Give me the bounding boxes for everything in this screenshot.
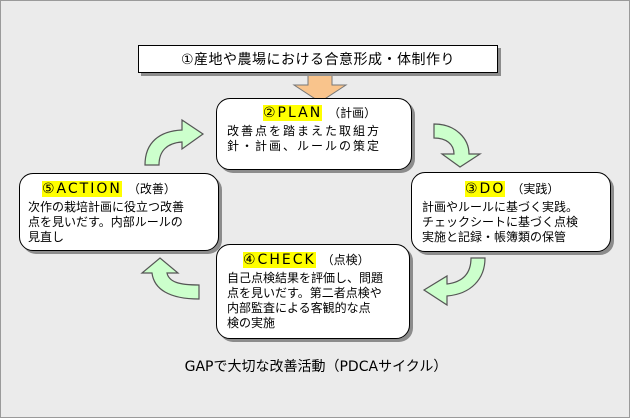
plan-body: 改善点を踏まえた取組方 針・計画、ルールの策定 <box>227 124 382 153</box>
action-title: ⑤ACTION <box>42 181 122 197</box>
plan-box: ②PLAN （計画） 改善点を踏まえた取組方 針・計画、ルールの策定 <box>216 98 412 170</box>
action-body: 次作の栽培計画に役立つ改善 点を見いだす。内部ルールの 見直し <box>28 200 185 244</box>
check-body: 自己点検結果を評価し、問題 点を見いだす。第二者点検や 内部監査による客観的な点… <box>227 271 384 330</box>
curved-arrow-check-to-action <box>140 257 200 300</box>
check-subtitle: （点検） <box>321 253 370 267</box>
down-arrow <box>292 74 348 103</box>
action-title-line: ⑤ACTION （改善） <box>28 180 218 198</box>
check-box: ④CHECK （点検） 自己点検結果を評価し、問題 点を見いだす。第二者点検や 内… <box>216 244 410 339</box>
curved-arrow-action-to-plan <box>144 118 205 166</box>
do-title: ③DO <box>465 181 506 197</box>
action-subtitle: （改善） <box>127 182 176 196</box>
consensus-label: ①産地や農場における合意形成・体制作り <box>180 52 456 68</box>
consensus-box: ①産地や農場における合意形成・体制作り <box>138 45 498 73</box>
check-title: ④CHECK <box>243 252 316 268</box>
plan-subtitle: （計画） <box>328 106 377 120</box>
check-title-line: ④CHECK （点検） <box>227 251 409 269</box>
action-box: ⑤ACTION （改善） 次作の栽培計画に役立つ改善 点を見いだす。内部ルールの … <box>19 173 219 251</box>
do-subtitle: （実践） <box>511 182 560 196</box>
do-box: ③DO （実践） 計画やルールに基づく実践。 チェックシートに基づく点検 実施と記… <box>411 172 611 252</box>
plan-title: ②PLAN <box>263 105 323 121</box>
plan-title-line: ②PLAN （計画） <box>227 104 411 122</box>
curved-arrow-do-to-check <box>422 257 486 307</box>
diagram-caption: GAPで大切な改善活動（PDCAサイクル） <box>184 359 448 375</box>
do-title-line: ③DO （実践） <box>422 180 610 198</box>
do-body: 計画やルールに基づく実践。 チェックシートに基づく点検 実施と記録・帳簿類の保管 <box>422 200 579 244</box>
curved-arrow-plan-to-do <box>433 123 483 168</box>
